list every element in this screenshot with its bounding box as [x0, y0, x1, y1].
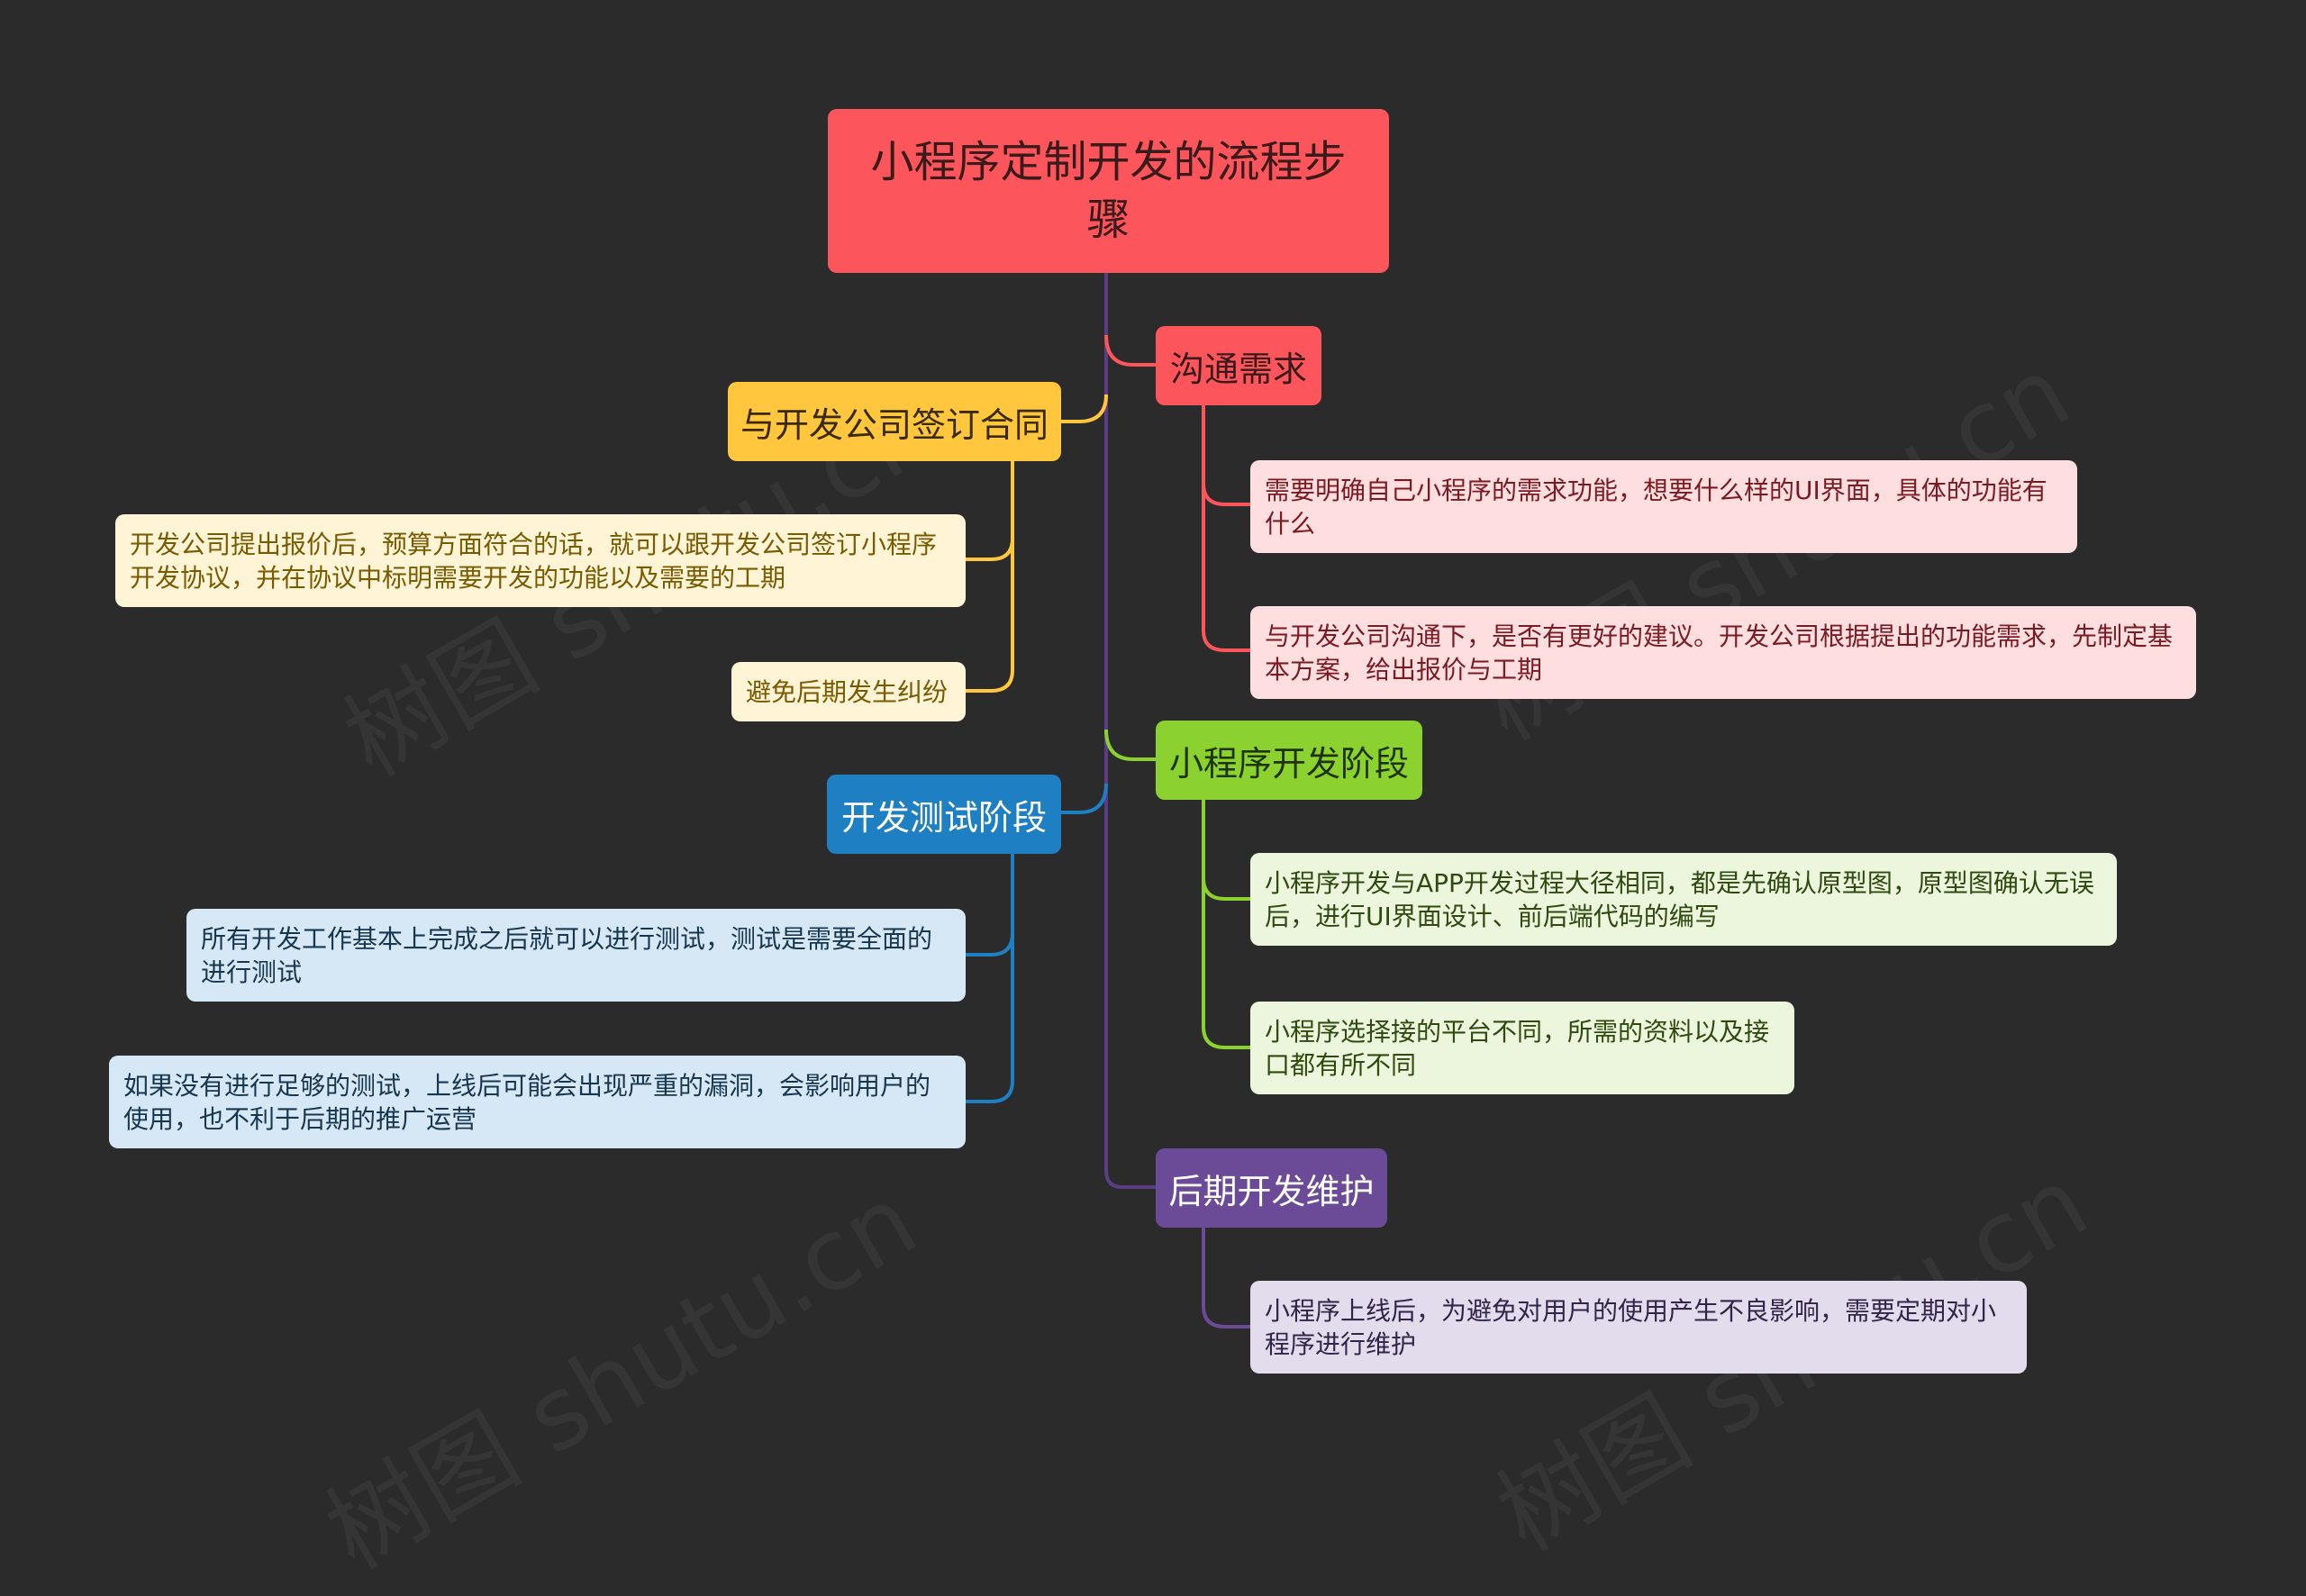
- link-dev-2: [1202, 878, 1250, 1049]
- leaf-contract-1[interactable]: 开发公司提出报价后，预算方面符合的话，就可以跟开发公司签订小程序开发协议，并在协…: [115, 514, 966, 607]
- leaf-text: 所有开发工作基本上完成之后就可以进行测试，测试是需要全面的进行测试: [201, 923, 933, 987]
- branch-title: 小程序开发阶段: [1169, 743, 1410, 784]
- link-communicate-2: [1202, 484, 1250, 652]
- branch-title: 开发测试阶段: [841, 797, 1048, 838]
- leaf-dev-1[interactable]: 小程序开发与APP开发过程大径相同，都是先确认原型图，原型图确认无误后，进行UI…: [1250, 853, 2117, 946]
- leaf-text: 如果没有进行足够的测试，上线后可能会出现严重的漏洞，会影响用户的使用，也不利于后…: [123, 1070, 931, 1134]
- link-root-test: [1061, 783, 1108, 814]
- leaf-communicate-2[interactable]: 与开发公司沟通下，是否有更好的建议。开发公司根据提出的功能需求，先制定基本方案，…: [1250, 606, 2196, 699]
- branch-sign-contract[interactable]: 与开发公司签订合同: [728, 382, 1061, 461]
- link-contract-2: [966, 539, 1014, 693]
- leaf-text: 开发公司提出报价后，预算方面符合的话，就可以跟开发公司签订小程序开发协议，并在协…: [130, 529, 938, 593]
- link-contract-1: [966, 461, 1014, 561]
- spine-line: [1104, 273, 1156, 1189]
- leaf-text: 避免后期发生纠纷: [746, 676, 949, 707]
- branch-development-stage[interactable]: 小程序开发阶段: [1156, 721, 1422, 800]
- branch-title: 后期开发维护: [1168, 1171, 1375, 1211]
- link-communicate-1: [1202, 405, 1250, 506]
- leaf-text: 小程序开发与APP开发过程大径相同，都是先确认原型图，原型图确认无误后，进行UI…: [1265, 867, 2094, 931]
- branch-testing-stage[interactable]: 开发测试阶段: [827, 775, 1061, 854]
- leaf-dev-2[interactable]: 小程序选择接的平台不同，所需的资料以及接口都有所不同: [1250, 1002, 1794, 1094]
- link-root-dev: [1104, 729, 1156, 761]
- root-title: 小程序定制开发的流程步骤: [870, 137, 1347, 245]
- branch-maintenance[interactable]: 后期开发维护: [1156, 1148, 1387, 1228]
- branch-title: 与开发公司签订合同: [740, 404, 1049, 445]
- connector-lines: [966, 273, 1250, 1328]
- leaf-text: 小程序选择接的平台不同，所需的资料以及接口都有所不同: [1265, 1016, 1770, 1080]
- leaf-communicate-1[interactable]: 需要明确自己小程序的需求功能，想要什么样的UI界面，具体的功能有什么: [1250, 460, 2077, 553]
- leaf-text: 需要明确自己小程序的需求功能，想要什么样的UI界面，具体的功能有什么: [1265, 475, 2047, 539]
- leaf-maintenance-1[interactable]: 小程序上线后，为避免对用户的使用产生不良影响，需要定期对小程序进行维护: [1250, 1281, 2027, 1374]
- branch-communicate-requirements[interactable]: 沟通需求: [1156, 326, 1321, 405]
- leaf-test-1[interactable]: 所有开发工作基本上完成之后就可以进行测试，测试是需要全面的进行测试: [186, 909, 966, 1002]
- root-topic[interactable]: 小程序定制开发的流程步骤: [828, 109, 1389, 273]
- leaf-text: 小程序上线后，为避免对用户的使用产生不良影响，需要定期对小程序进行维护: [1265, 1295, 1997, 1359]
- link-maint-1: [1202, 1227, 1250, 1328]
- link-root-contract: [1061, 394, 1108, 423]
- link-dev-1: [1202, 800, 1250, 901]
- link-root-communicate: [1104, 334, 1156, 367]
- branch-title: 沟通需求: [1170, 349, 1308, 389]
- link-test-2: [966, 933, 1014, 1103]
- leaf-test-2[interactable]: 如果没有进行足够的测试，上线后可能会出现严重的漏洞，会影响用户的使用，也不利于后…: [109, 1056, 966, 1148]
- link-test-1: [966, 854, 1014, 957]
- leaf-text: 与开发公司沟通下，是否有更好的建议。开发公司根据提出的功能需求，先制定基本方案，…: [1265, 621, 2174, 685]
- leaf-contract-2[interactable]: 避免后期发生纠纷: [731, 662, 966, 721]
